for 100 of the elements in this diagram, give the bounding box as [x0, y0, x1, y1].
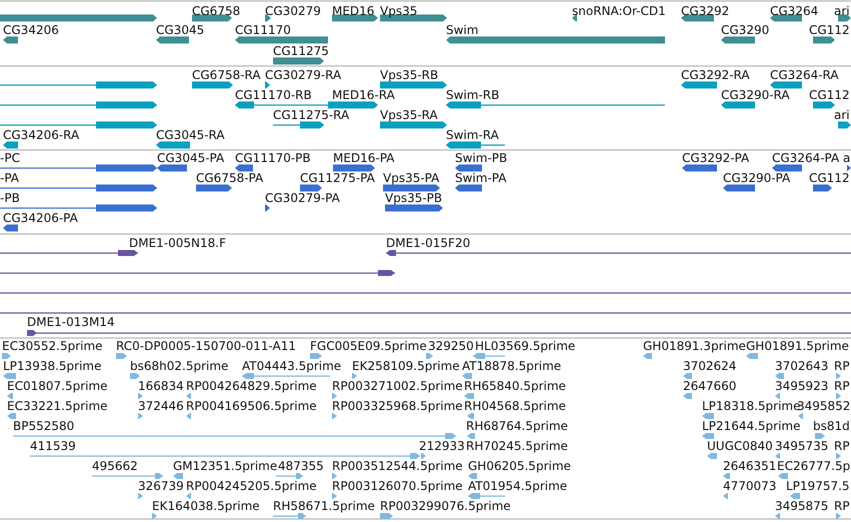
gene-label: CG3292	[681, 4, 730, 18]
gene-label: CG3045	[156, 23, 204, 37]
protein-label: a	[843, 151, 850, 165]
gene-label: CG112	[809, 23, 850, 37]
est-label: GH01891.3prime	[643, 339, 746, 353]
est-label: RH65840.5prime	[464, 379, 566, 393]
gene-label: CG11170	[235, 23, 291, 37]
est-label: RP003126070.5prime	[332, 479, 463, 493]
est-label: AT18878.5prime	[462, 359, 562, 373]
est-label: 329250	[428, 339, 474, 353]
protein-label: CG30279-PA	[265, 191, 340, 205]
transcript-label: Vps35-RB	[380, 68, 438, 82]
transcript-label: CG30279-RA	[265, 68, 342, 82]
clone-label: DME1-015F20	[386, 236, 470, 250]
transcript-label: CG6758-RA	[192, 68, 261, 82]
est-label: 3495735	[775, 439, 828, 453]
protein-label: CG112	[809, 171, 850, 185]
est-label: RP003271002.5prime	[332, 379, 463, 393]
protein-label: CG11170-PB	[235, 151, 311, 165]
est-label: BP552580	[13, 419, 74, 433]
clone-label: DME1-013M14	[27, 315, 115, 329]
est-label: RP	[834, 499, 850, 513]
est-label: 326739	[138, 479, 184, 493]
est-label: RP003512544.5prime	[332, 459, 463, 473]
est-label: bs68h02.5prime	[130, 359, 228, 373]
est-label: 411539	[30, 439, 76, 453]
gene-label: Vps35	[380, 4, 418, 18]
transcript-label: CG3264-RA	[770, 68, 839, 82]
est-label: 2647660	[683, 379, 736, 393]
protein-label: Vps35-PB	[385, 191, 442, 205]
est-label: EK258109.5prime	[352, 359, 460, 373]
protein-label: CG34206-PA	[3, 211, 78, 225]
est-label: 495662	[92, 459, 138, 473]
gene-label: CG3264	[770, 4, 818, 18]
gene-label: CG34206	[3, 23, 59, 37]
est-label: 3495923	[775, 379, 828, 393]
protein-label: -PC	[0, 151, 20, 165]
est-label: AT04443.5prime	[242, 359, 342, 373]
est-label: EC26777.5p	[777, 459, 850, 473]
est-label: GM12351.5prime	[173, 459, 278, 473]
protein-label: Swim-PA	[455, 171, 506, 185]
protein-label: MED16-PA	[333, 151, 394, 165]
est-label: EC30552.5prime	[2, 339, 103, 353]
gene-label: CG6758	[192, 4, 240, 18]
transcript-label: CG112	[809, 88, 850, 102]
protein-label: Vps35-PA	[383, 171, 440, 185]
est-label: 3702624	[683, 359, 736, 373]
transcript-label: Swim-RA	[446, 128, 499, 142]
est-label: 3495875	[775, 499, 828, 513]
transcript-label: CG34206-RA	[3, 128, 80, 142]
est-label: 4770073	[723, 479, 776, 493]
protein-label: CG3264-PA	[772, 151, 840, 165]
est-label: LP19757.5	[786, 479, 850, 493]
est-label: RP	[834, 359, 850, 373]
est-label: RP004264829.5prime	[186, 379, 317, 393]
est-label: 372446	[138, 399, 184, 413]
transcript-label: CG3045-RA	[156, 128, 225, 142]
est-label: AT01954.5prime	[468, 479, 568, 493]
protein-label: CG3292-PA	[682, 151, 750, 165]
transcript-label: CG3290-RA	[721, 88, 790, 102]
est-label: GH06205.5prime	[468, 459, 571, 473]
est-label: EC33221.5prime	[7, 399, 108, 413]
est-label: RP004169506.5prime	[186, 399, 317, 413]
gene-label: Swim	[446, 23, 478, 37]
transcript-label: CG11275-RA	[273, 108, 350, 122]
est-label: EK164038.5prime	[152, 499, 260, 513]
transcript-label: CG3292-RA	[681, 68, 750, 82]
transcript-label: MED16-RA	[332, 88, 395, 102]
protein-label: -PB	[0, 191, 20, 205]
transcript-label: Swim-RB	[446, 88, 500, 102]
clone-label: DME1-005N18.F	[129, 236, 226, 250]
protein-label: CG3045-PA	[157, 151, 224, 165]
est-label: 3702643	[775, 359, 828, 373]
est-label: RP003299076.5prime	[380, 499, 511, 513]
est-label: RH68764.5prime	[466, 419, 568, 433]
protein-label: CG6758-PA	[196, 171, 264, 185]
est-label: RC0-DP0005-150700-011-A11	[116, 339, 296, 353]
gene-label: MED16	[332, 4, 374, 18]
est-label: FGC005E09.5prime	[310, 339, 427, 353]
transcript-label: ari	[834, 108, 850, 122]
est-label: RP003325968.5prime	[332, 399, 463, 413]
est-label: GH01891.5prime	[746, 339, 849, 353]
est-label: EC01807.5prime	[7, 379, 108, 393]
gene-label: CG30279	[265, 4, 321, 18]
protein-label: Swim-PB	[455, 151, 508, 165]
transcript-label: Vps35-RA	[380, 108, 438, 122]
est-label: RP	[834, 379, 850, 393]
est-label: RH04568.5prime	[464, 399, 566, 413]
transcript-label: CG11170-RB	[235, 88, 312, 102]
protein-label: CG11275-PA	[300, 171, 375, 185]
est-label: UUGC0840	[707, 439, 773, 453]
est-label: HL03569.5prime	[475, 339, 576, 353]
gene-label: CG11275	[273, 44, 329, 58]
gene-label: ari	[834, 4, 850, 18]
protein-label: -PA	[0, 171, 20, 185]
est-label: RH58671.5prime	[273, 499, 375, 513]
gene-label: snoRNA:Or-CD1	[572, 4, 666, 18]
gene-label: CG3290	[721, 23, 770, 37]
est-label: RP	[834, 439, 850, 453]
protein-label: CG3290-PA	[723, 171, 790, 185]
